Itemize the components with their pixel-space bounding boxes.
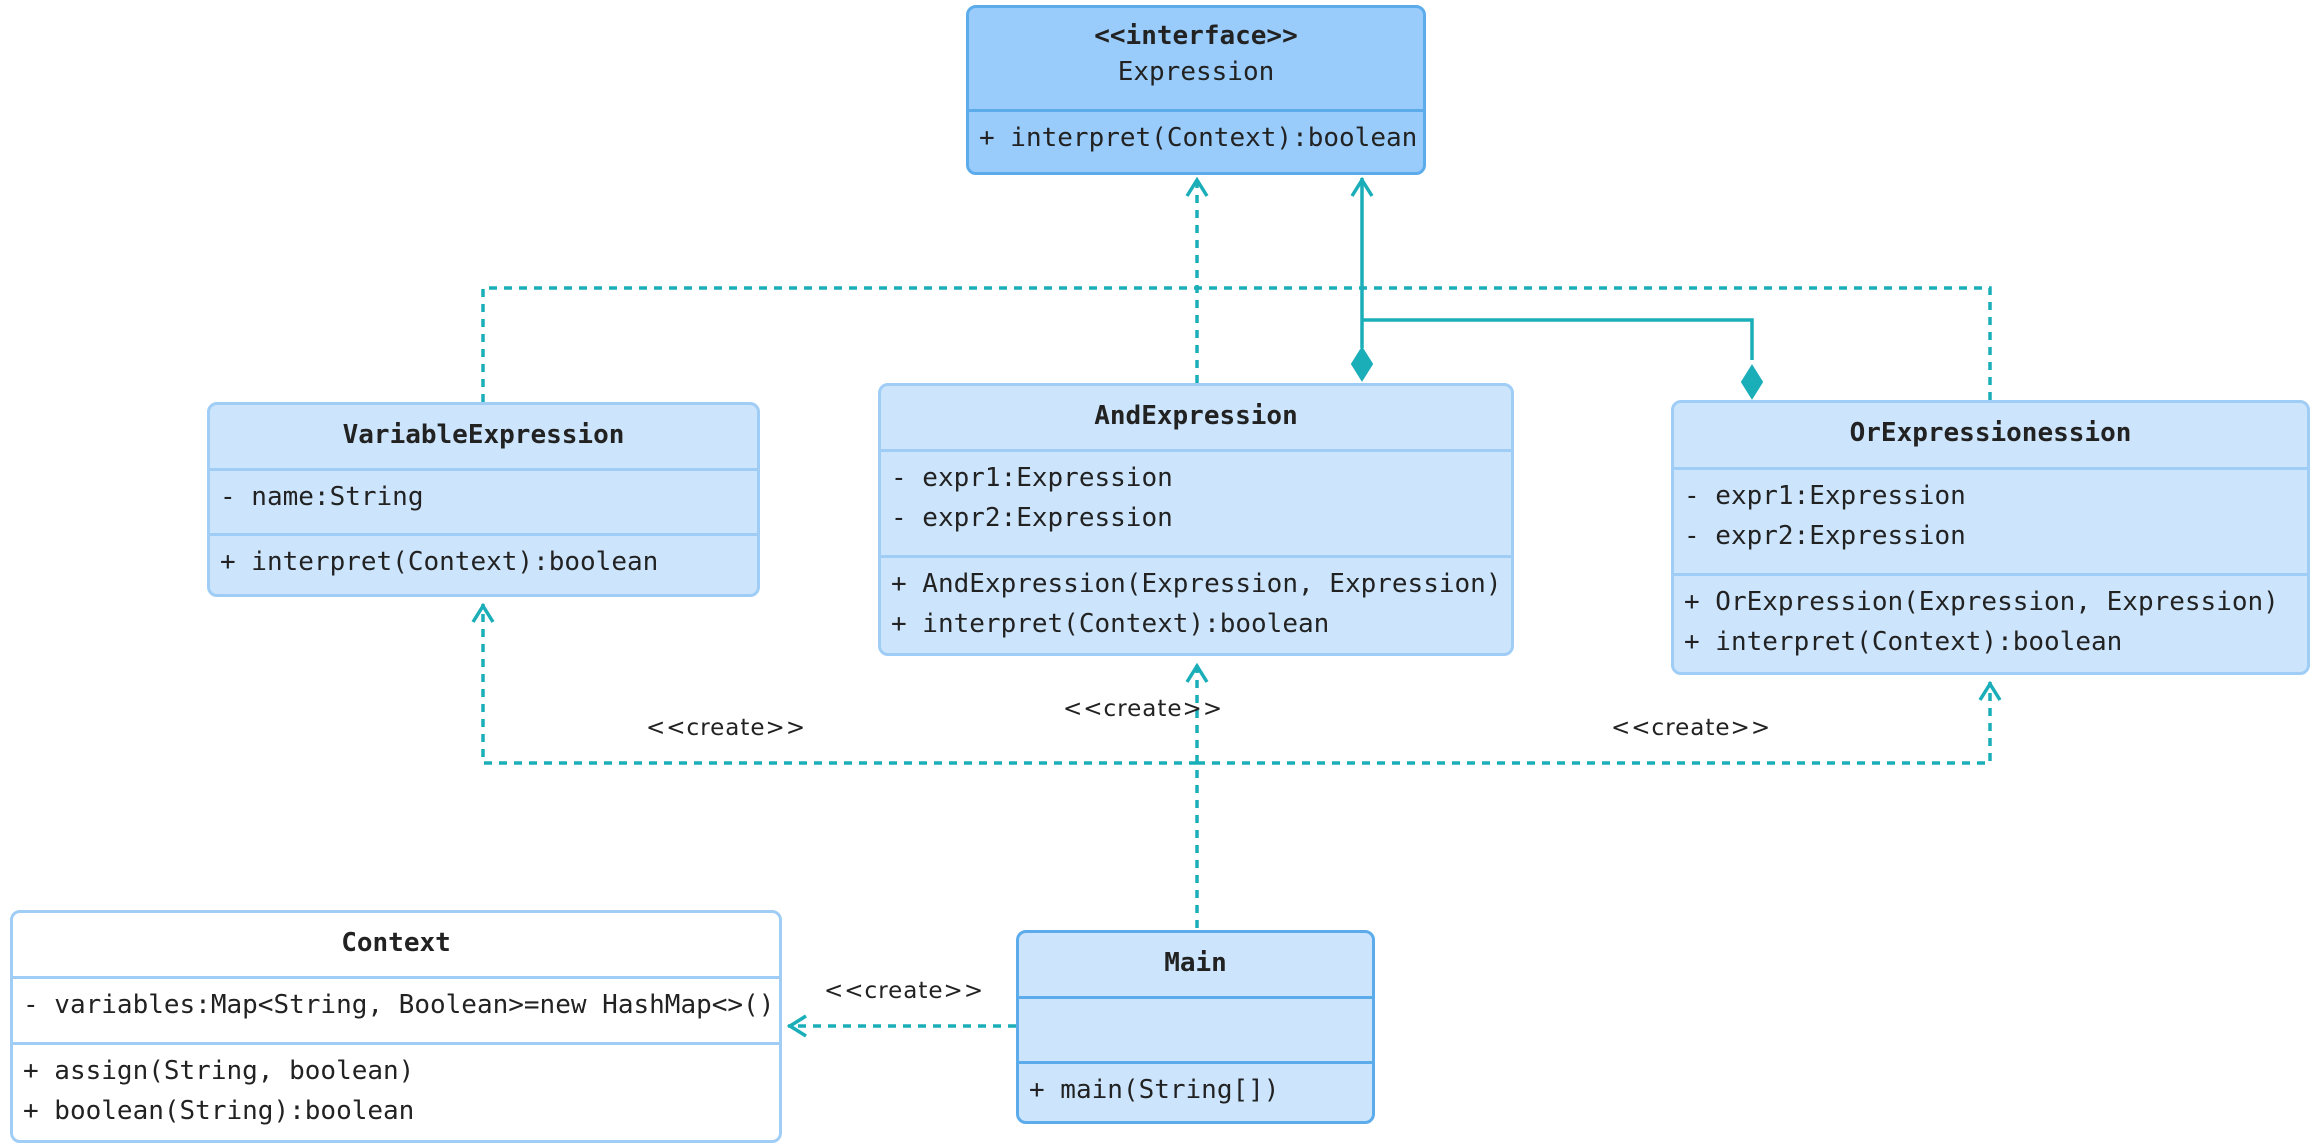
main-class-box[interactable]: Main + main(String[]) <box>1016 930 1375 1124</box>
composition-diamond-and <box>1350 346 1374 382</box>
main-name: Main <box>1164 948 1227 978</box>
expression-interface-box[interactable]: <<interface>> Expression + interpret(Con… <box>966 5 1426 175</box>
or-expression-box[interactable]: OrExpressionession - expr1:Expression - … <box>1671 400 2310 675</box>
context-attributes: - variables:Map<String, Boolean>=new Has… <box>13 976 779 1042</box>
and-expression-name: AndExpression <box>1094 401 1298 431</box>
attribute-line: - expr2:Expression <box>1684 521 1966 551</box>
attribute-line: - expr2:Expression <box>891 503 1173 533</box>
realization-or-to-expression <box>1197 286 1992 400</box>
or-expression-methods: + OrExpression(Expression, Expression) +… <box>1674 573 2307 662</box>
composition-arrowhead <box>1350 176 1374 197</box>
method-line: + AndExpression(Expression, Expression) <box>891 569 1502 599</box>
expression-methods: + interpret(Context):boolean <box>969 109 1423 158</box>
realization-variable-to-expression <box>481 286 1197 402</box>
variable-expression-methods: + interpret(Context):boolean <box>210 533 757 582</box>
composition-or-to-expression <box>1362 318 1754 360</box>
expression-name: Expression <box>1117 57 1275 87</box>
method-line: + interpret(Context):boolean <box>979 123 1418 153</box>
and-expression-methods: + AndExpression(Expression, Expression) … <box>881 555 1511 644</box>
variable-expression-name: VariableExpression <box>342 420 625 450</box>
method-line: + OrExpression(Expression, Expression) <box>1684 587 2279 617</box>
create-label-variable: <<create>> <box>646 715 807 741</box>
attribute-line: - expr1:Expression <box>891 463 1173 493</box>
create-label-context: <<create>> <box>824 978 985 1004</box>
dependency-and-arrowhead <box>1185 662 1209 683</box>
create-label-and: <<create>> <box>1063 696 1224 722</box>
method-line: + interpret(Context):boolean <box>1684 627 2123 657</box>
attribute-line: - expr1:Expression <box>1684 481 1966 511</box>
or-expression-name: OrExpressionession <box>1849 418 2132 448</box>
attribute-line: - name:String <box>220 482 424 512</box>
method-line: + assign(String, boolean) <box>23 1056 415 1086</box>
main-methods: + main(String[]) <box>1019 1061 1372 1110</box>
create-label-or: <<create>> <box>1611 715 1772 741</box>
and-expression-attributes: - expr1:Expression - expr2:Expression <box>881 449 1511 555</box>
method-line: + interpret(Context):boolean <box>891 609 1330 639</box>
method-line: + interpret(Context):boolean <box>220 547 659 577</box>
dependency-or-arrowhead <box>1978 680 2002 701</box>
context-name: Context <box>341 928 451 958</box>
method-line: + main(String[]) <box>1029 1075 1280 1105</box>
dependency-context-arrowhead <box>786 1014 807 1038</box>
expression-stereotype: <<interface>> <box>1094 21 1298 51</box>
dependency-main-to-or <box>1197 682 1992 765</box>
realization-arrowhead <box>1185 176 1209 197</box>
variable-expression-attributes: - name:String <box>210 468 757 533</box>
or-expression-attributes: - expr1:Expression - expr2:Expression <box>1674 467 2307 573</box>
variable-expression-box[interactable]: VariableExpression - name:String + inter… <box>207 402 760 597</box>
composition-diamond-or <box>1740 364 1764 400</box>
and-expression-box[interactable]: AndExpression - expr1:Expression - expr2… <box>878 383 1514 656</box>
method-line: + boolean(String):boolean <box>23 1096 415 1126</box>
attribute-line: - variables:Map<String, Boolean>=new Has… <box>23 990 775 1020</box>
context-methods: + assign(String, boolean) + boolean(Stri… <box>13 1042 779 1131</box>
context-box[interactable]: Context - variables:Map<String, Boolean>… <box>10 910 782 1143</box>
main-attributes <box>1019 996 1372 1061</box>
dependency-variable-arrowhead <box>471 602 495 623</box>
